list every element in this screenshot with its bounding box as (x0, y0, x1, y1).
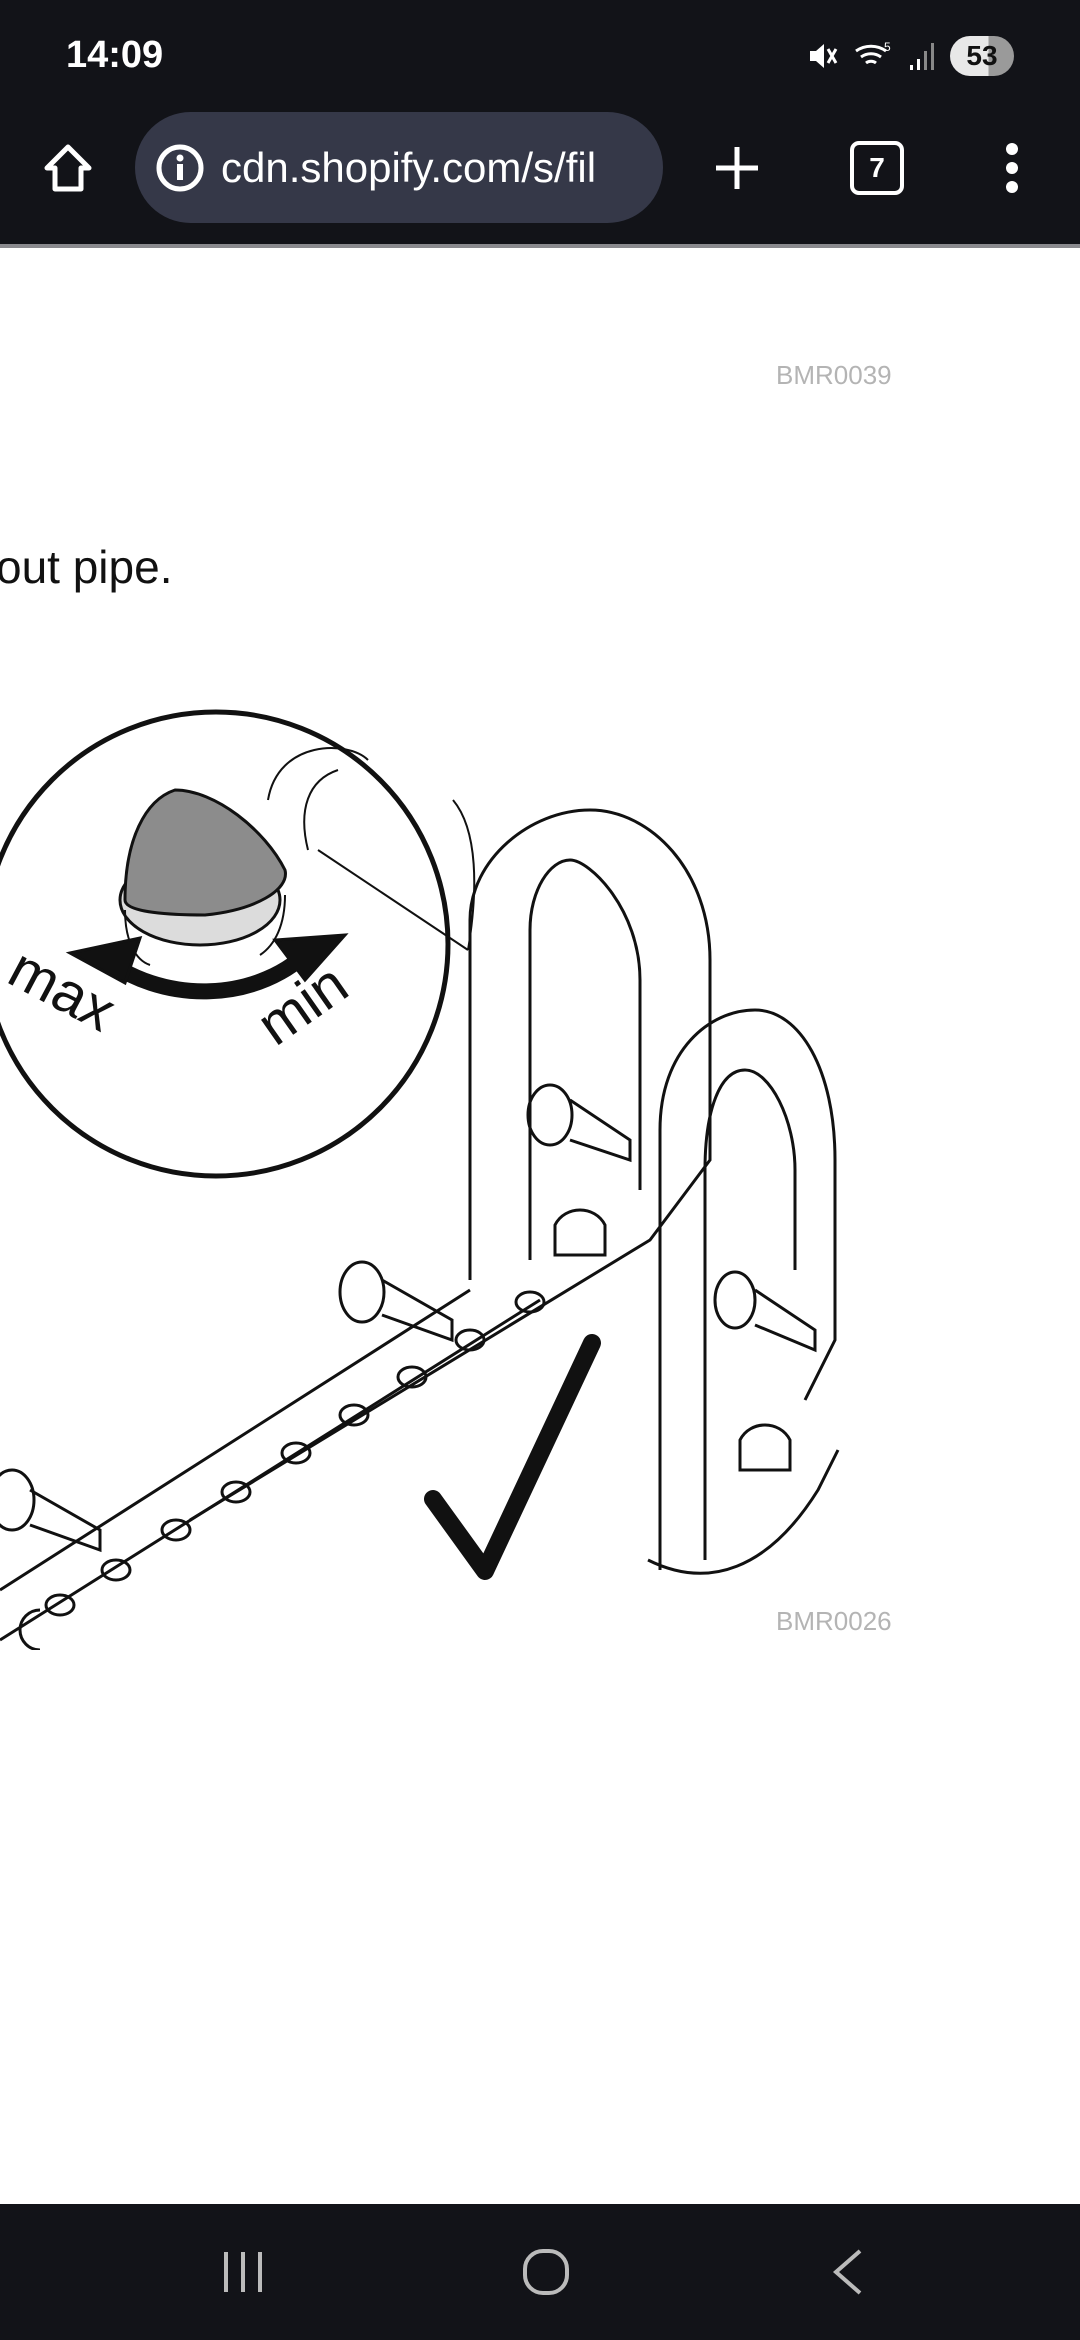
recent-apps-icon[interactable] (220, 2250, 266, 2294)
plus-icon (716, 147, 758, 189)
back-icon[interactable] (830, 2248, 866, 2296)
system-nav-bar (0, 2204, 1080, 2340)
illustration: max min (0, 709, 840, 1650)
figure-code-top: BMR0039 (776, 360, 892, 390)
signal-icon (910, 43, 934, 70)
tab-count: 7 (850, 141, 904, 195)
figure-code-bottom: BMR0026 (776, 1606, 892, 1636)
toolbar-divider (0, 244, 1080, 248)
instruction-text: out pipe. (0, 541, 173, 593)
menu-button[interactable] (996, 140, 1028, 196)
wifi-icon: 5 (855, 40, 891, 65)
status-icons: 5 53 (806, 34, 1014, 78)
suction-cups (0, 1083, 632, 1553)
dial-knob (123, 788, 287, 917)
pipe-clips (44, 1290, 546, 1617)
new-tab-button[interactable] (712, 143, 762, 193)
home-icon (44, 144, 92, 192)
mute-icon (810, 44, 838, 68)
checkmark-icon (424, 1334, 601, 1580)
address-bar[interactable]: cdn.shopify.com/s/fil (135, 112, 663, 223)
svg-text:5: 5 (884, 40, 891, 54)
more-vert-icon (1006, 143, 1018, 193)
url-text[interactable]: cdn.shopify.com/s/fil (221, 143, 597, 191)
dial-label-min: min (246, 951, 360, 1058)
drain-pipe (189, 808, 712, 1522)
status-time: 14:09 (66, 34, 164, 76)
battery-icon: 53 (950, 36, 1014, 76)
detail-circle (0, 709, 451, 1179)
tab-switcher-button[interactable]: 7 (850, 141, 904, 195)
home-icon[interactable] (522, 2248, 570, 2296)
info-icon[interactable] (155, 143, 205, 193)
drain-pipe-small (658, 1008, 837, 1570)
home-button[interactable] (40, 140, 96, 196)
